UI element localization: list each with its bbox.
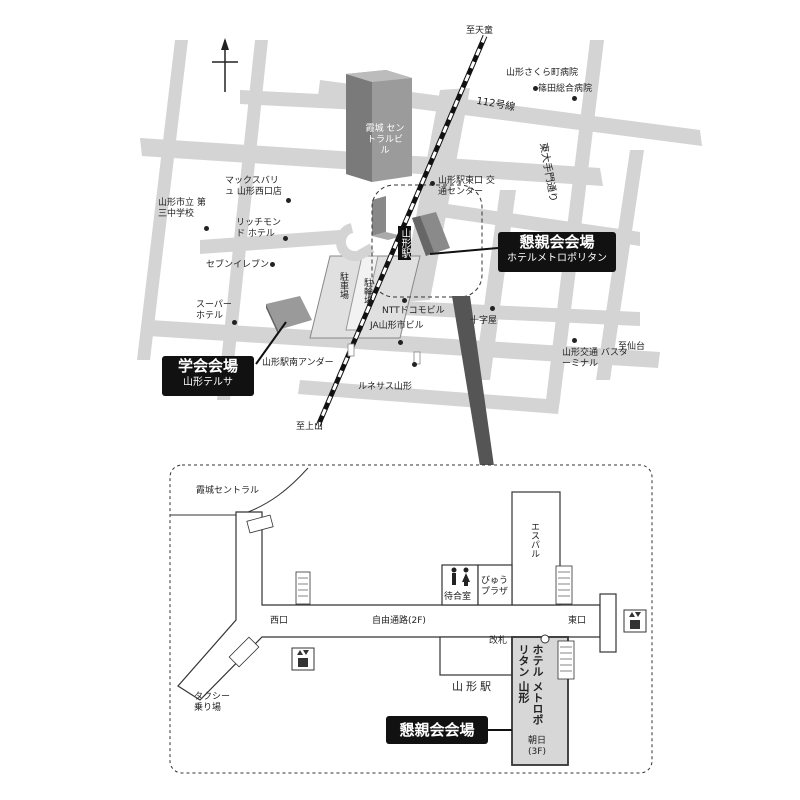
inset-kasumijo: 霞城セントラル	[196, 486, 260, 496]
poi-dot	[430, 181, 435, 186]
inset-venue-label: 懇親会会場	[386, 716, 488, 744]
inset-east-exit: 東口	[568, 616, 587, 626]
poi-seven-eleven: セブンイレブン	[206, 260, 270, 270]
bicycle-parking-label: 駐輪場	[362, 278, 372, 305]
poi-dot	[572, 96, 577, 101]
poi-daisan-school: 山形市立 第三中学校	[158, 198, 206, 219]
poi-dot	[232, 320, 237, 325]
venue-banquet-label: 懇親会会場 ホテルメトロポリタン	[498, 232, 616, 272]
poi-dot	[412, 362, 417, 367]
inset-west-exit: 西口	[270, 616, 289, 626]
poi-shinoda-hospital: 篠田総合病院	[538, 84, 593, 94]
inset-hotel-floor: 朝日 (3F)	[527, 736, 546, 757]
inset-station: 山形駅	[452, 680, 494, 693]
poi-sakuramachi-hospital: 山形さくら町病院	[506, 68, 579, 78]
poi-jujiya: 十字屋	[470, 316, 498, 326]
toilet-icon	[446, 566, 474, 588]
venue-conference-label: 学会会場 山形テルサ	[162, 356, 254, 396]
poi-south-under: 山形駅南アンダー	[262, 358, 334, 368]
poi-renesas: ルネサス山形	[358, 382, 412, 392]
railway-south-label: 至上山	[296, 422, 324, 432]
poi-dot	[283, 236, 288, 241]
venue-banquet-sub: ホテルメトロポリタン	[507, 253, 607, 264]
poi-eastexit-center: 山形駅東口 交通センター	[438, 176, 495, 197]
to-sendai-label: 至仙台	[618, 342, 646, 352]
venue-banquet-title: 懇親会会場	[519, 233, 595, 251]
poi-dot	[204, 226, 209, 231]
poi-dot	[572, 338, 577, 343]
poi-bus-terminal: 山形交通 バスターミナル	[562, 348, 628, 369]
poi-dot	[490, 306, 495, 311]
inset-venue-title: 懇親会会場	[399, 721, 475, 739]
poi-maxvalu: マックスバリュ 山形西口店	[225, 176, 282, 197]
poi-dot	[398, 340, 403, 345]
parking-label: 駐車場	[338, 272, 348, 299]
elevator-icon-west	[291, 647, 315, 671]
inset-espal: エスパル	[529, 522, 539, 558]
poi-richmond-hotel: リッチモンド ホテル	[236, 218, 282, 239]
venue-conference-sub: 山形テルサ	[183, 377, 233, 388]
elevator-icon-east	[623, 609, 647, 633]
kasumijo-building-label: 霞城 セントラルビル	[365, 124, 405, 156]
poi-ja-building: JA山形市ビル	[370, 321, 424, 331]
railway-north-label: 至天童	[466, 26, 494, 36]
inset-concourse: 自由通路(2F)	[372, 616, 426, 626]
poi-dot	[270, 262, 275, 267]
poi-ntt-docomo: NTTドコモビル	[382, 306, 445, 316]
inset-ticket-gate: 改札	[489, 636, 508, 646]
poi-dot	[533, 86, 538, 91]
inset-view-plaza: びゅう プラザ	[481, 576, 509, 597]
inset-taxi: タクシー 乗り場	[194, 692, 231, 713]
inset-hotel-name: ホテル メトロポリタン 山形	[517, 644, 544, 725]
venue-conference-title: 学会会場	[177, 357, 238, 375]
poi-dot	[402, 298, 407, 303]
inset-waiting-room: 待合室	[444, 592, 472, 602]
station-label: 山形駅	[398, 226, 411, 260]
poi-dot	[286, 198, 291, 203]
poi-super-hotel: スーパー ホテル	[196, 300, 232, 321]
